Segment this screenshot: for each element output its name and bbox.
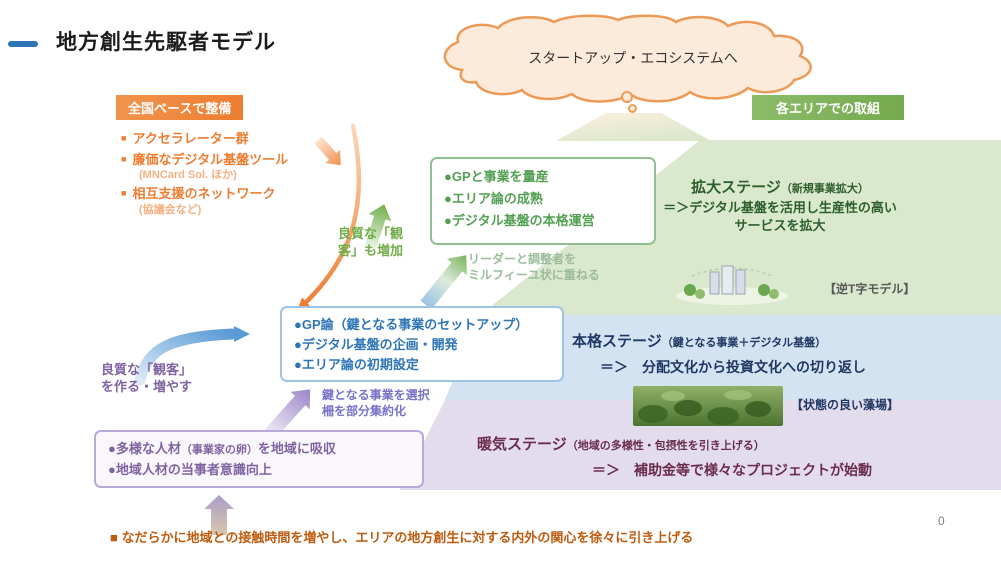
- stage-full-paren: （鍵となる事業＋デジタル基盤）: [661, 337, 827, 349]
- orange-curve-arrow: [298, 123, 362, 310]
- task-item-text: を地域に吸収: [257, 441, 336, 456]
- stage-warmup-desc: ＝＞ 補助金等で様々なプロジェクトが始動: [592, 462, 872, 478]
- annotation-line: 柵を部分集約化: [322, 403, 407, 418]
- page-number: 0: [938, 514, 945, 528]
- list-item-label: 相互支援のネットワーク: [132, 186, 276, 202]
- blue-swoosh-arrow: [134, 328, 238, 386]
- cloud-bubble-icon: [628, 104, 637, 113]
- annotation-audience-make: 良質な「観客」 を作る・増やす: [101, 362, 192, 396]
- annotation-key-business: 鍵となる事業を選択 柵を部分集約化: [322, 388, 430, 419]
- page-title: 地方創生先駆者モデル: [56, 31, 276, 54]
- list-item: ■ 相互支援のネットワーク: [121, 185, 361, 203]
- stage-expand-name: 拡大ステージ: [691, 179, 781, 196]
- task-item: ●多様な人材（事業家の卵）を地域に吸収: [108, 439, 410, 460]
- green-up-arrow-icon: [364, 204, 392, 250]
- list-item-label: 廉価なデジタル基盤ツール: [132, 151, 289, 167]
- square-bullet-icon: ■: [121, 133, 127, 143]
- stage-full-text: 本格ステージ（鍵となる事業＋デジタル基盤）: [572, 330, 826, 351]
- square-bullet-icon: ■: [121, 153, 127, 164]
- cloud-label: スタートアップ・エコシステムへ: [528, 50, 738, 66]
- list-item-subnote: (協議会など): [139, 203, 202, 216]
- seagrass-caption: 【状態の良い藻場】: [791, 398, 900, 412]
- stage-expand-desc: ＝＞デジタル基盤を活用し生産性の高いサービスを拡大: [663, 200, 897, 234]
- annotation-leaders: リーダーと調整者を ミルフィーユ状に重ねる: [468, 252, 600, 283]
- bottom-up-arrow-icon: [204, 495, 234, 535]
- task-item: ●デジタル基盤の本格運営: [444, 213, 595, 229]
- stage-full-desc: ＝＞ 分配文化から投資文化への切り返し: [600, 359, 866, 375]
- stage-full-name: 本格ステージ: [572, 333, 662, 350]
- task-item: ●デジタル基盤の企画・開発: [294, 337, 458, 353]
- annotation-line: ミルフィーユ状に重ねる: [468, 267, 600, 282]
- task-item: ●エリア論の初期設定: [294, 357, 419, 373]
- inverse-t-model-illustration: [676, 265, 788, 305]
- cloud-shape: [443, 14, 812, 103]
- warmup-tasks-box: ●多様な人材（事業家の卵）を地域に吸収 ●地域人材の当事者意識向上: [94, 430, 424, 488]
- national-base-list: ■ アクセラレーター群 ■ 廉価なデジタル基盤ツール (MNCard Sol. …: [121, 127, 361, 217]
- stage-expand-text: 拡大ステージ（新規事業拡大） ＝＞デジタル基盤を活用し生産性の高いサービスを拡大: [660, 176, 900, 235]
- stage-warmup-name: 暖気ステージ: [477, 436, 567, 453]
- annotation-line: を作る・増やす: [101, 378, 193, 394]
- purple-to-blue-arrow-icon: [264, 389, 311, 439]
- list-item-label: アクセラレーター群: [132, 131, 249, 146]
- expand-tasks-box: ●GPと事業を量産 ●エリア論の成熟 ●デジタル基盤の本格運営: [430, 157, 656, 245]
- square-bullet-icon: ■: [121, 188, 127, 199]
- list-item: ■ 廉価なデジタル基盤ツール: [121, 151, 361, 169]
- list-item: ■ アクセラレーター群: [121, 130, 361, 148]
- annotation-line: 良質な「観客」: [101, 362, 193, 377]
- cloud-bubble-icon: [621, 91, 633, 103]
- annotation-line: リーダーと調整者を: [468, 252, 577, 266]
- stage-expand-paren: （新規事業拡大）: [780, 183, 869, 195]
- seagrass-photo: [633, 386, 783, 426]
- inverse-t-caption: 【逆T字モデル】: [824, 282, 916, 296]
- task-item: ●GPと事業を量産: [444, 169, 549, 184]
- annotation-line: 客」も増加: [338, 242, 404, 258]
- list-item-subnote: (MNCard Sol. ほか): [139, 169, 237, 182]
- stage-warmup-text: 暖気ステージ（地域の多様性・包摂性を引き上げる）: [477, 433, 765, 454]
- task-item: ●エリア論の成熟: [444, 191, 543, 207]
- footer-note: ■ なだらかに地域との接触時間を増やし、エリアの地方創生に対する内外の関心を徐々…: [110, 530, 694, 545]
- orange-small-arrow-icon: [314, 136, 341, 166]
- blue-to-green-arrow-icon: [420, 255, 467, 310]
- task-item: ●地域人材の当事者意識向上: [108, 461, 272, 477]
- task-item-small-text: （事業家の卵）: [180, 444, 258, 456]
- stage-warmup-paren: （地域の多様性・包摂性を引き上げる）: [566, 440, 765, 452]
- annotation-line: 良質な「観: [338, 226, 404, 241]
- area-initiatives-header: 各エリアでの取組: [752, 95, 904, 120]
- national-base-header: 全国ベースで整備: [116, 95, 244, 120]
- annotation-line: 鍵となる事業を選択: [322, 388, 430, 402]
- title-accent-dash: [8, 41, 38, 47]
- task-item-text: ●多様な人材: [108, 441, 181, 456]
- annotation-audience-grow: 良質な「観 客」も増加: [338, 226, 403, 260]
- blue-swoosh-arrowhead-icon: [234, 326, 250, 342]
- task-item: ●GP論（鍵となる事業のセットアップ）: [294, 317, 529, 332]
- startup-ecosystem-cloud: [443, 14, 812, 103]
- main-tasks-box: ●GP論（鍵となる事業のセットアップ） ●デジタル基盤の企画・開発 ●エリア論の…: [280, 306, 564, 382]
